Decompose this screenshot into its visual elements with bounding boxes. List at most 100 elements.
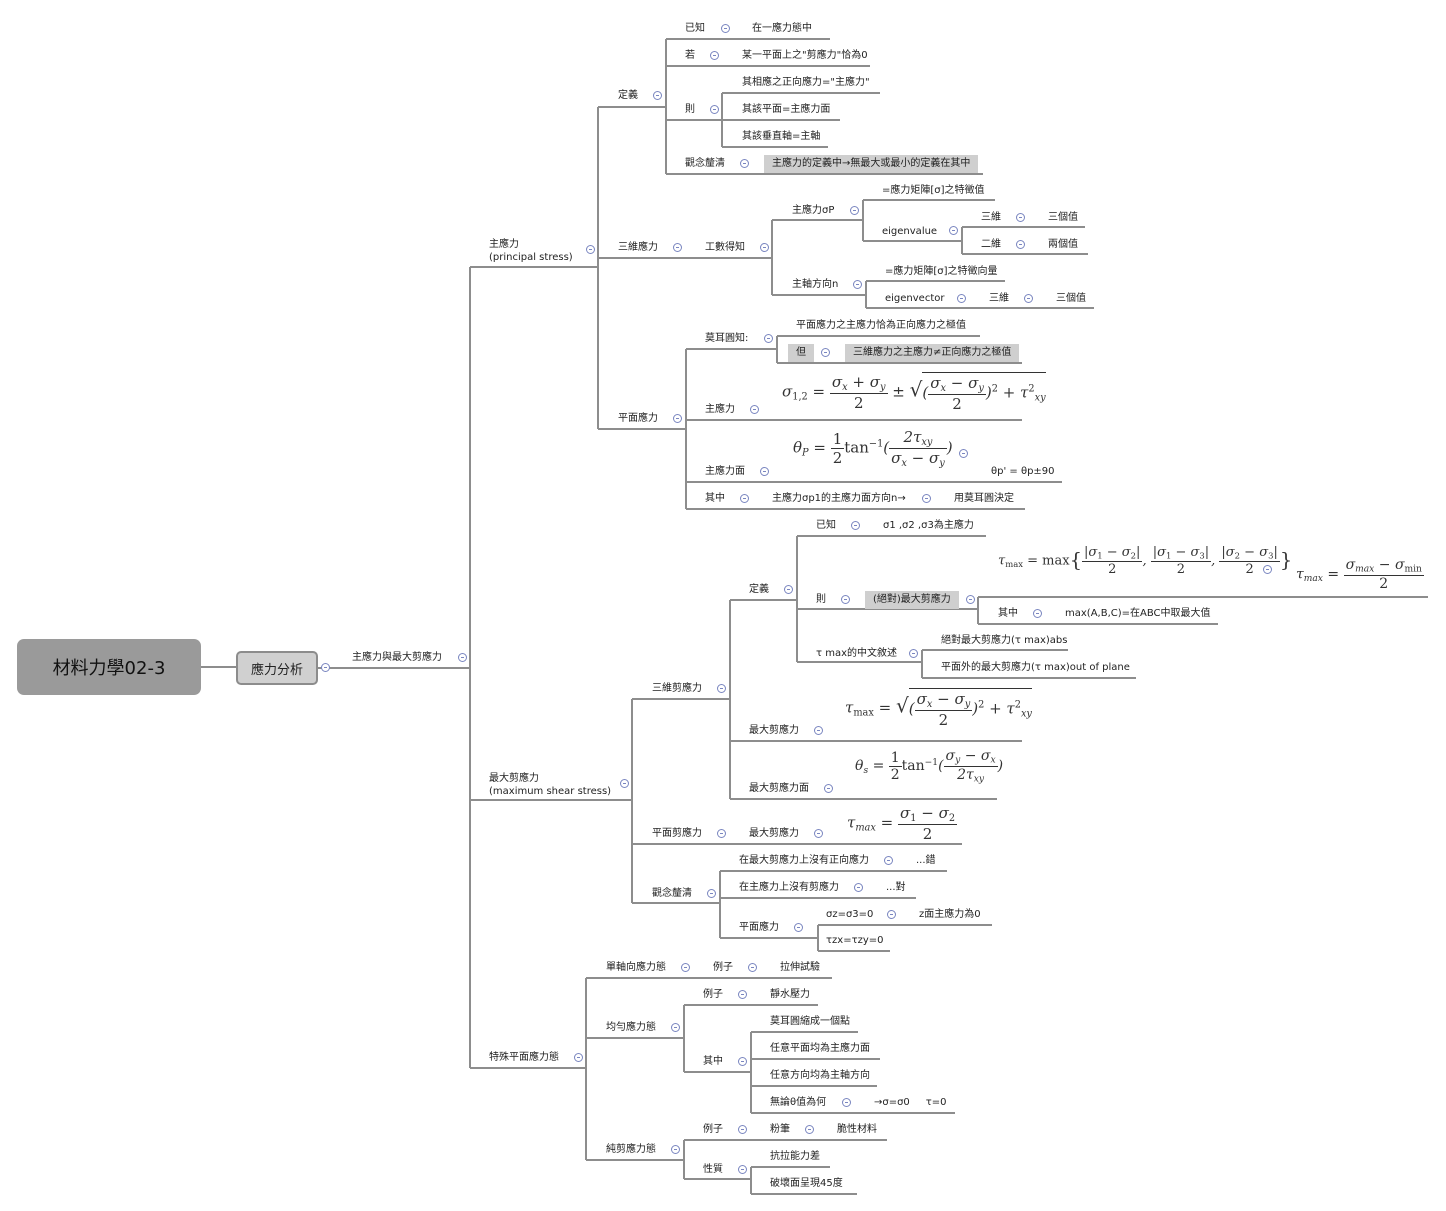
topic-principal-and-max-shear[interactable]: 主應力與最大剪應力	[352, 652, 442, 663]
topic-hydrostatic-among[interactable]: 其中	[703, 1056, 723, 1067]
collapse-icon[interactable]	[764, 334, 773, 343]
root-topic[interactable]: 材料力學02-3	[17, 639, 201, 695]
topic-linear-algebra[interactable]: 工數得知	[705, 242, 745, 253]
topic-then-1[interactable]: 其相應之正向應力="主應力"	[742, 77, 870, 88]
topic-pure-shear[interactable]: 純剪應力態	[606, 1144, 656, 1155]
topic-if[interactable]: 若	[685, 50, 695, 61]
collapse-icon[interactable]	[884, 856, 893, 865]
collapse-icon[interactable]	[842, 1098, 851, 1107]
topic-clarify-1-answer[interactable]: ...錯	[916, 855, 936, 866]
collapse-icon[interactable]	[673, 243, 682, 252]
topic-principal-sigma-p[interactable]: 主應力σP	[792, 205, 835, 216]
topic-uniaxial[interactable]: 單軸向應力態	[606, 962, 666, 973]
topic-tensile-test[interactable]: 拉伸試驗	[780, 962, 820, 973]
collapse-icon[interactable]	[748, 963, 757, 972]
collapse-icon[interactable]	[784, 585, 793, 594]
collapse-icon[interactable]	[957, 294, 966, 303]
collapse-icon[interactable]	[738, 1125, 747, 1134]
topic-but-value[interactable]: 三維應力之主應力≠正向應力之極值	[845, 344, 1020, 362]
topic-ms-definition[interactable]: 定義	[749, 584, 769, 595]
collapse-icon[interactable]	[1033, 609, 1042, 618]
topic-brittle[interactable]: 脆性材料	[837, 1124, 877, 1135]
topic-then-2[interactable]: 其該平面=主應力面	[742, 104, 831, 115]
topic-hyd-3[interactable]: 任意方向均為主軸方向	[770, 1070, 870, 1081]
collapse-icon[interactable]	[710, 51, 719, 60]
collapse-icon[interactable]	[841, 595, 850, 604]
collapse-icon[interactable]	[458, 653, 467, 662]
topic-3d-stress[interactable]: 三維應力	[618, 242, 658, 253]
topic-sigma-z-zero[interactable]: σz=σ3=0	[826, 909, 874, 920]
topic-principal-plane-note[interactable]: θp' = θp±90	[991, 466, 1055, 477]
collapse-icon[interactable]	[738, 1057, 747, 1066]
collapse-icon[interactable]	[750, 405, 759, 414]
collapse-icon[interactable]	[851, 521, 860, 530]
topic-max-shear-stress[interactable]: 最大剪應力	[489, 773, 539, 784]
collapse-icon[interactable]	[653, 91, 662, 100]
topic-pure-property[interactable]: 性質	[703, 1164, 723, 1175]
topic-clarify-plane-stress[interactable]: 平面應力	[739, 922, 779, 933]
topic-clarify-value[interactable]: 主應力的定義中→無最大或最小的定義在其中	[764, 155, 979, 173]
topic-abs-max-shear[interactable]: (絕對)最大剪應力	[865, 591, 959, 609]
collapse-icon[interactable]	[717, 684, 726, 693]
topic-clarify-1[interactable]: 在最大剪應力上沒有正向應力	[739, 855, 869, 866]
collapse-icon[interactable]	[717, 829, 726, 838]
topic-failure-45[interactable]: 破壞面呈現45度	[770, 1178, 843, 1189]
topic-uniaxial-example[interactable]: 例子	[713, 962, 733, 973]
topic-principal-stress[interactable]: 主應力	[489, 239, 519, 250]
collapse-icon[interactable]	[620, 779, 629, 788]
topic-principal-axis[interactable]: 主軸方向n	[792, 279, 839, 290]
topic-chalk[interactable]: 粉筆	[770, 1124, 790, 1135]
collapse-icon[interactable]	[740, 159, 749, 168]
topic-tau-max-description[interactable]: τ max的中文敘述	[816, 648, 897, 659]
collapse-icon[interactable]	[707, 889, 716, 898]
collapse-icon[interactable]	[949, 226, 958, 235]
collapse-icon[interactable]	[1024, 294, 1033, 303]
topic-evec-three-values[interactable]: 三個值	[1056, 293, 1086, 304]
topic-evec-3d[interactable]: 三維	[989, 293, 1009, 304]
collapse-icon[interactable]	[821, 348, 830, 357]
topic-ms-clarify[interactable]: 觀念釐清	[652, 888, 692, 899]
collapse-icon[interactable]	[1263, 565, 1272, 574]
topic-desc-out-of-plane[interactable]: 平面外的最大剪應力(τ max)out of plane	[941, 662, 1130, 673]
collapse-icon[interactable]	[681, 963, 690, 972]
topic-two-values[interactable]: 兩個值	[1048, 239, 1078, 250]
topic-clarify-2[interactable]: 在主應力上沒有剪應力	[739, 882, 839, 893]
collapse-icon[interactable]	[671, 1023, 680, 1032]
topic-eigenvector-def[interactable]: =應力矩陣[σ]之特徵向量	[885, 266, 998, 277]
topic-among[interactable]: 其中	[705, 493, 725, 504]
collapse-icon[interactable]	[824, 784, 833, 793]
topic-principal-stress-formula[interactable]: 主應力	[705, 404, 735, 415]
topic-ms-among-value[interactable]: max(A,B,C)=在ABC中取最大值	[1065, 608, 1211, 619]
collapse-icon[interactable]	[850, 206, 859, 215]
collapse-icon[interactable]	[738, 990, 747, 999]
collapse-icon[interactable]	[671, 1145, 680, 1154]
collapse-icon[interactable]	[805, 1125, 814, 1134]
topic-hyd-4[interactable]: 無論θ值為何	[770, 1097, 827, 1108]
topic-z-principal-zero[interactable]: z面主應力為0	[919, 909, 981, 920]
topic-principal-plane[interactable]: 主應力面	[705, 466, 745, 477]
topic-but[interactable]: 但	[788, 344, 814, 362]
collapse-icon[interactable]	[586, 245, 595, 254]
topic-3d-max-shear[interactable]: 最大剪應力	[749, 725, 799, 736]
collapse-icon[interactable]	[959, 449, 968, 458]
collapse-icon[interactable]	[814, 829, 823, 838]
collapse-icon[interactable]	[673, 414, 682, 423]
topic-then-3[interactable]: 其該垂直軸=主軸	[742, 131, 821, 142]
collapse-icon[interactable]	[760, 243, 769, 252]
topic-tau-zero[interactable]: τzx=τzy=0	[826, 935, 884, 946]
collapse-icon[interactable]	[909, 649, 918, 658]
topic-mohr-circle[interactable]: 莫耳圓知:	[705, 333, 749, 344]
topic-among-value[interactable]: 主應力σp1的主應力面方向n→	[772, 493, 906, 504]
topic-2d[interactable]: 二維	[981, 239, 1001, 250]
collapse-icon[interactable]	[321, 663, 330, 672]
collapse-icon[interactable]	[710, 105, 719, 114]
topic-plane-max-shear[interactable]: 最大剪應力	[749, 828, 799, 839]
topic-known[interactable]: 已知	[685, 23, 705, 34]
topic-max-shear-plane[interactable]: 最大剪應力面	[749, 783, 809, 794]
topic-plane-shear[interactable]: 平面剪應力	[652, 828, 702, 839]
collapse-icon[interactable]	[853, 280, 862, 289]
topic-hydrostatic-pressure[interactable]: 靜水壓力	[770, 989, 810, 1000]
collapse-icon[interactable]	[794, 923, 803, 932]
topic-poor-tension[interactable]: 抗拉能力差	[770, 1151, 820, 1162]
topic-hyd-1[interactable]: 莫耳圓縮成一個點	[770, 1016, 850, 1027]
